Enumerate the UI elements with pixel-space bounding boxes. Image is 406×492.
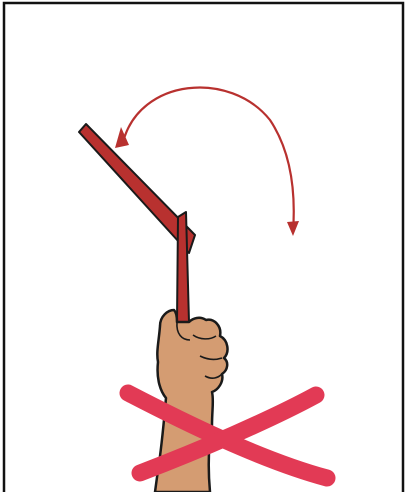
cross-mark-icon	[128, 393, 327, 478]
folding-stick	[79, 124, 195, 322]
curved-arrow-icon	[115, 88, 299, 236]
